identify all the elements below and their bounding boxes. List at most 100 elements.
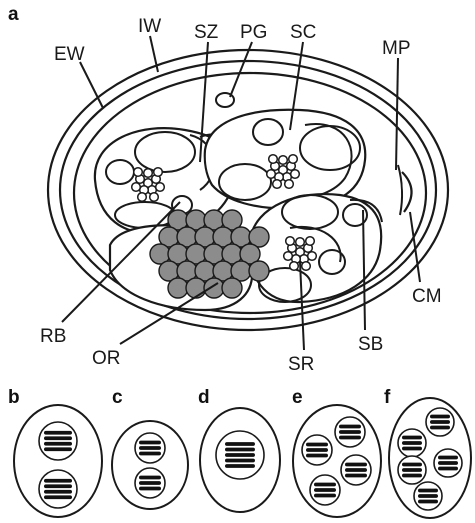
residuum-ball [222, 278, 242, 298]
residuum-br-granule [308, 252, 317, 261]
sporulation-types [14, 398, 471, 518]
residuum-left-granule [132, 183, 141, 192]
sporozoite-bar [438, 456, 458, 460]
sporozoite-bar [139, 481, 161, 485]
sporozoite-bar [225, 442, 255, 446]
panel-label-c: c [112, 387, 123, 408]
sporozoite-bar [430, 415, 450, 419]
sporozoite-bar [314, 483, 336, 487]
sporozoite-bar [402, 447, 422, 451]
sporozoite-bar [402, 468, 422, 472]
residuum-ball [249, 261, 269, 281]
oocyst-e [293, 405, 381, 517]
label-OR: OR [92, 348, 121, 369]
sporozoite-bar [418, 494, 438, 498]
residuum-tr-granule [279, 156, 288, 165]
sporocyst [39, 422, 77, 460]
sporozoite-bar [418, 489, 438, 493]
sporozoite-bar [225, 448, 255, 452]
sporozoite-bar [314, 488, 336, 492]
sporozoite-bar [402, 463, 422, 467]
sporozoite-bar [44, 436, 72, 440]
sporozoite-bar [430, 420, 450, 424]
sporozoite-bar [225, 464, 255, 468]
residuum-tr-granule [269, 155, 278, 164]
sporozoite-bar [306, 443, 328, 447]
residuum-left-granule [154, 168, 163, 177]
label-RB: RB [40, 326, 66, 347]
residuum-br-granule [290, 262, 299, 271]
sporozoite-bar [339, 436, 361, 440]
residuum-left-granule [138, 193, 147, 202]
sporozoite-bar [345, 474, 367, 478]
sporozoite-bar [44, 447, 72, 451]
label-SR: SR [288, 354, 314, 375]
sporozoite-bar [402, 441, 422, 445]
panel-label-d: d [198, 387, 210, 408]
residuum-tr-granule [285, 180, 294, 189]
label-EW: EW [54, 44, 85, 65]
sporozoite-bar [44, 490, 72, 494]
panel-label-e: e [292, 387, 303, 408]
sporozoite-bar [139, 441, 161, 445]
sporozoite-bar [139, 487, 161, 491]
residuum-tr-granule [291, 170, 300, 179]
sporozoite-bar [418, 500, 438, 504]
oocyst-f [389, 398, 471, 518]
residuum-left-granule [156, 183, 165, 192]
panel-label-f: f [384, 387, 391, 408]
residuum-ball [204, 278, 224, 298]
residuum-left-granule [144, 169, 153, 178]
residuum-br-granule [284, 252, 293, 261]
oocyst-d [200, 408, 280, 512]
sporozoite-bar [339, 430, 361, 434]
sporozoite-bar [225, 459, 255, 463]
sporozoite-bar [44, 431, 72, 435]
sporocyst-top-right [205, 110, 366, 209]
sporozoite-bar [44, 495, 72, 499]
residuum-ball [168, 278, 188, 298]
oocyst-b [14, 405, 102, 517]
sporozoite-bar [402, 474, 422, 478]
sporozoite-bar [438, 467, 458, 471]
residuum-br-granule [286, 237, 295, 246]
sporozoite-bar [430, 426, 450, 430]
sporozoite-bar [438, 461, 458, 465]
oocyst-a [48, 50, 448, 330]
sporozoite-bar [402, 436, 422, 440]
panel-label-a: a [8, 4, 19, 25]
label-CM: CM [412, 286, 442, 307]
sporozoite-bar [339, 425, 361, 429]
residuum-br-granule [296, 238, 305, 247]
sporozoite-bar [139, 446, 161, 450]
label-MP: MP [382, 38, 411, 59]
residuum-br-granule [302, 262, 311, 271]
label-SZ: SZ [194, 22, 219, 43]
leader-EW [80, 62, 103, 108]
residuum-tr-granule [273, 180, 282, 189]
sporozoite-bar [139, 476, 161, 480]
residuum-left-granule [150, 193, 159, 202]
sporozoite-bar [306, 448, 328, 452]
sporocyst [39, 470, 77, 508]
residuum-br-granule [306, 237, 315, 246]
sporozoite-bar [44, 479, 72, 483]
sporozoite-bar [345, 463, 367, 467]
sporozoite-bar [306, 454, 328, 458]
residuum-left-granule [134, 168, 143, 177]
sporozoite-bar [345, 468, 367, 472]
label-IW: IW [138, 16, 161, 37]
sporozoite-bar [44, 484, 72, 488]
sporozoite-bar [225, 453, 255, 457]
panel-label-b: b [8, 387, 20, 408]
sporozoite-bar [139, 452, 161, 456]
residuum-ball [186, 278, 206, 298]
oocyst-c [112, 421, 188, 509]
label-SB: SB [358, 334, 383, 355]
label-SC: SC [290, 22, 316, 43]
label-PG: PG [240, 22, 267, 43]
residuum-tr-granule [289, 155, 298, 164]
sporozoite-bar [314, 494, 336, 498]
sporozoite-bar [44, 442, 72, 446]
